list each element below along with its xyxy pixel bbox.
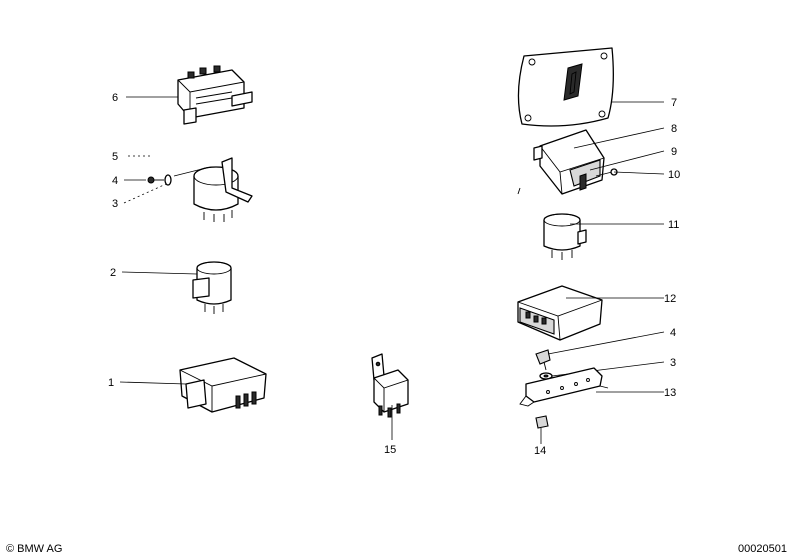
part-1-flasher-unit (179, 357, 267, 413)
part-4-bolt (535, 349, 551, 371)
part-5-flasher-relay (193, 157, 253, 222)
callout-10: 10 (668, 169, 680, 181)
part-13-bracket (519, 367, 609, 407)
part-7-mounting-plate (517, 47, 614, 127)
part-15-relay (371, 353, 409, 418)
callout-2: 2 (110, 267, 116, 279)
part-6-relay-box (177, 65, 253, 125)
callout-4-right: 4 (670, 327, 676, 339)
copyright-label: © BMW AG (6, 543, 62, 555)
part-14-nut (535, 415, 549, 429)
callout-7: 7 (671, 97, 677, 109)
part-12-control-box (517, 285, 603, 341)
callout-3-right: 3 (670, 357, 676, 369)
callout-12: 12 (664, 293, 676, 305)
callout-15: 15 (384, 444, 396, 456)
part-3-washer (164, 174, 172, 186)
callout-11: 11 (668, 219, 679, 231)
part-9-clip (579, 173, 587, 191)
callout-9: 9 (671, 146, 677, 158)
callout-14: 14 (534, 445, 546, 457)
diagram-number: 00020501 (738, 543, 787, 555)
callout-5: 5 (112, 151, 118, 163)
callout-3: 3 (112, 198, 118, 210)
callout-6: 6 (112, 92, 118, 104)
part-4-screw (147, 176, 164, 184)
part-2-relay (192, 261, 232, 314)
callout-8: 8 (671, 123, 677, 135)
callout-4: 4 (112, 175, 118, 187)
part-8-control-unit (533, 129, 605, 195)
callout-1: 1 (108, 377, 114, 389)
part-11-relay (543, 213, 587, 260)
callout-13: 13 (664, 387, 676, 399)
